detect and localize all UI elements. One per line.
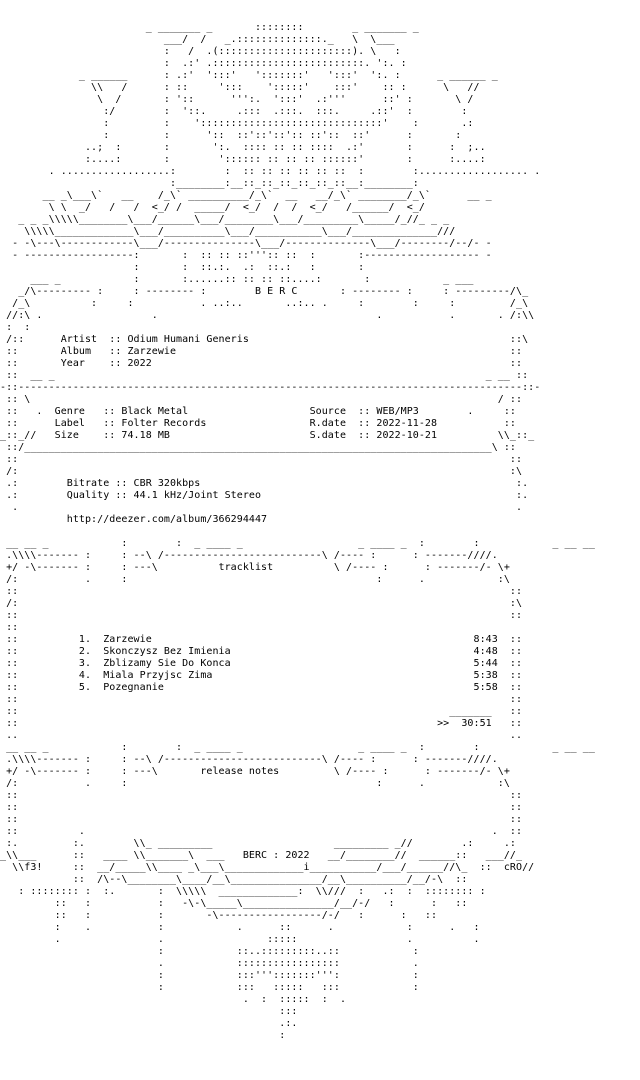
nfo-line: _ _ _\\\\\________\___/______\___/______… <box>0 214 450 225</box>
nfo-line: +/ -\------- : : ---\ tracklist \ /---- … <box>0 562 510 573</box>
nfo-line: :: :: <box>0 802 523 813</box>
nfo-line: \\f3! :: __/_____\\____ _\___\__________… <box>0 862 535 873</box>
nfo-line: : :::''':::::::''': : <box>0 970 419 981</box>
nfo-line <box>0 526 640 538</box>
nfo-line: :: 3. Zblizamy Sie Do Konca 5:44 :: <box>0 658 523 669</box>
nfo-line: :: /\--\________\____/__\_______________… <box>0 874 468 885</box>
nfo-line: :: : : -\-\_____\_______________/__/-/ :… <box>0 898 468 909</box>
nfo-line: :: . Genre :: Black Metal Source :: WEB/… <box>0 406 516 417</box>
nfo-line: :: Label :: Folter Records R.date :: 202… <box>0 418 516 429</box>
nfo-line: _::_// Size :: 74.18 MB S.date :: 2022-1… <box>0 430 535 441</box>
nfo-line: :: 2. Skonczysz Bez Imienia 4:48 :: <box>0 646 523 657</box>
nfo-line: :: Album :: Zarzewie :: <box>0 346 523 357</box>
nfo-line: \ / : ':: ''':. ':::' .:''' ::' : \ / <box>0 94 474 105</box>
nfo-line: : ::: ::::: ::: : <box>0 982 419 993</box>
nfo-line: __ _\___\` __ /_\` __________/_\` __ __/… <box>0 190 492 201</box>
nfo-ascii-art: _ _______ _ :::::::: _ _______ _ ___/ / … <box>0 22 640 1078</box>
nfo-line: . . <box>0 502 523 513</box>
nfo-line: . ::::::::::::::::: . <box>0 958 419 969</box>
nfo-line: : . : . :: . : . : <box>0 922 480 933</box>
nfo-line: ::: <box>0 1006 298 1017</box>
nfo-line: ::/_____________________________________… <box>0 442 516 453</box>
nfo-line: .\\\\------- : : --\ /------------------… <box>0 550 498 561</box>
nfo-line: -::-------------------------------------… <box>0 382 541 393</box>
nfo-line: ___/ / _.::::::::::::::._ \ \___ <box>0 34 395 45</box>
nfo-line: : .:' .:::::::::::::::::::::::::. ':. : <box>0 58 407 69</box>
nfo-line: : :::::::: : :. : \\\\\ _____________: \… <box>0 886 486 897</box>
nfo-line: . : ::::: : . <box>0 994 347 1005</box>
nfo-line: : : ::.:. .: ::.: : : <box>0 262 365 273</box>
nfo-line: :: :: <box>0 586 523 597</box>
nfo-line: : : '::::::::::::::::::::::::::::::' : .… <box>0 118 474 129</box>
nfo-line: .. .. <box>0 730 523 741</box>
nfo-line: :: :: <box>0 454 523 465</box>
nfo-line: : : ':: ::'::'::':: ::':: ::' : : <box>0 130 462 141</box>
nfo-line: _\\___ :: ____ \\_______\ ___ BERC : 202… <box>0 850 523 861</box>
nfo-line: : / .(::::::::::::::::::::::). \ : <box>0 46 401 57</box>
nfo-line: \\\\\_____________\___/__________\___/__… <box>0 226 456 237</box>
nfo-line: : <box>0 1030 286 1041</box>
nfo-line: ___ _ : :......:: :: :: ::....: : _ ___ <box>0 274 474 285</box>
nfo-line: :....: : ':::::: :: :: :: ::::::' : :...… <box>0 154 486 165</box>
nfo-line: :: . . :: <box>0 826 523 837</box>
nfo-line: _/\--------- : : -------- : B E R C : --… <box>0 286 529 297</box>
nfo-line: :: >> 30:51 :: <box>0 718 523 729</box>
nfo-line: /:: Artist :: Odium Humani Generis ::\ <box>0 334 529 345</box>
nfo-line: +/ -\------- : : ---\ release notes \ /-… <box>0 766 510 777</box>
nfo-line: :: 5. Pozegnanie 5:58 :: <box>0 682 523 693</box>
nfo-line: /: :\ <box>0 598 523 609</box>
nfo-line: : : <box>0 322 31 333</box>
nfo-line: /: :\ <box>0 466 523 477</box>
nfo-line: . ..................: : :: :: :: :: :: :… <box>0 166 541 177</box>
nfo-line: - -\---\------------\___/---------------… <box>0 238 492 249</box>
nfo-line: __ __ _ : : _ ____ _ _ ____ _ : : _ __ _… <box>0 742 595 753</box>
nfo-line: .:. <box>0 1018 298 1029</box>
nfo-line: :: :: <box>0 814 523 825</box>
nfo-line: :: 4. Miala Przyjsc Zima 5:38 :: <box>0 670 523 681</box>
nfo-line: :: __ _ _ __ :: <box>0 370 529 381</box>
nfo-line: :: <box>0 622 19 633</box>
nfo-line: :: :: <box>0 790 523 801</box>
nfo-line: \\ / : :: '::: ':::::' :::' :: : \ // <box>0 82 480 93</box>
nfo-line: .: Quality :: 44.1 kHz/Joint Stereo :. <box>0 490 529 501</box>
nfo-line: :: Year :: 2022 :: <box>0 358 523 369</box>
nfo-line: ..; : : ':. :::: :: :: :::: .:' : : ;.. <box>0 142 486 153</box>
nfo-line: :: :: <box>0 610 523 621</box>
nfo-line: :: : : -\-----------------/-/ : : :: <box>0 910 438 921</box>
nfo-line: //:\ . . . . . /:\\ <box>0 310 535 321</box>
nfo-line: : ::..:::::::::..:: : <box>0 946 419 957</box>
nfo-line: .\\\\------- : : --\ /------------------… <box>0 754 498 765</box>
nfo-line: :: :: <box>0 694 523 705</box>
nfo-line: :/ : '::. .::: .:::. :::. .::' : : <box>0 106 468 117</box>
nfo-line: :________:__::_::_::_::_::_::__:________… <box>0 178 419 189</box>
nfo-line: .: Bitrate :: CBR 320kbps :. <box>0 478 529 489</box>
nfo-line: \ \ _/ / / <_/ / _____/ <_/ / / <_/ /___… <box>0 202 432 213</box>
nfo-line: - ------------------: : :: :: ::''':: ::… <box>0 250 492 261</box>
nfo-line: _ ______ : .:' ':::' ':::::::' ':::' ':.… <box>0 70 498 81</box>
nfo-line: :: _______ :: <box>0 706 523 717</box>
nfo-line: http://deezer.com/album/366294447 <box>0 514 268 525</box>
nfo-line: /: . : : . :\ <box>0 574 510 585</box>
nfo-line: __ __ _ : : _ ____ _ _ ____ _ : : _ __ _… <box>0 538 595 549</box>
nfo-line: _ _______ _ :::::::: _ _______ _ <box>0 22 419 33</box>
nfo-line: :. :. \\_ _________ _________ _// .: .: <box>0 838 516 849</box>
nfo-line: /: . : : . :\ <box>0 778 510 789</box>
nfo-line: /_\ : : . ..:.. ..:.. . : : : /_\ <box>0 298 529 309</box>
nfo-line: :: 1. Zarzewie 8:43 :: <box>0 634 523 645</box>
nfo-line: :: \ / :: <box>0 394 523 405</box>
nfo-line: . . ::::: . . <box>0 934 480 945</box>
